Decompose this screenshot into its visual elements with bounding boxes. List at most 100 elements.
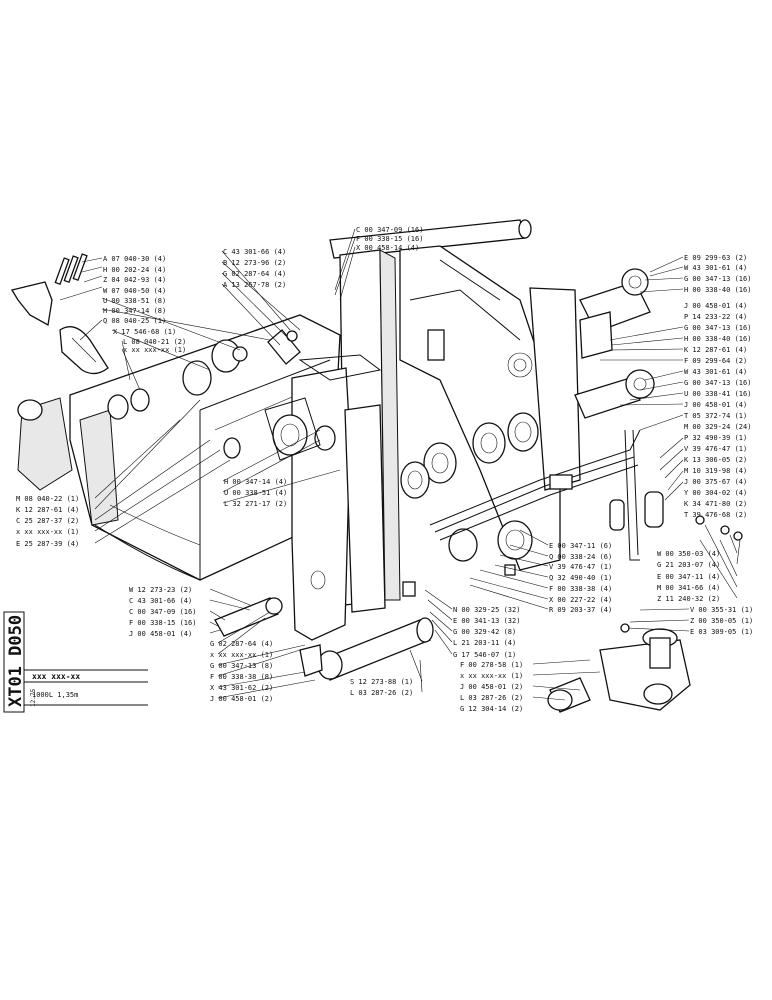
part-label: L 08 040-21 (2): [123, 338, 186, 346]
part-label: X 00 458-14 (4): [356, 244, 419, 252]
part-label: M 00 341-66 (4): [657, 584, 720, 592]
drawing-description: 1000L 1,35m: [32, 691, 78, 699]
part-label: J 00 458-01 (4): [684, 302, 747, 310]
part-label: U 00 338-51 (4): [224, 489, 287, 497]
drawing-code: XT01 D050: [6, 615, 26, 707]
part-label: P 32 490-39 (1): [684, 434, 747, 442]
part-label: x xx xxx-xx (1): [16, 528, 79, 536]
part-label: Q 00 338-24 (6): [549, 553, 612, 561]
part-label: W 00 350-03 (4): [657, 550, 720, 558]
part-label: E 00 347-11 (4): [657, 573, 720, 581]
part-label: U 00 338-51 (8): [103, 297, 166, 305]
part-label: G 02 287-64 (4): [223, 270, 286, 278]
part-label: A 13 267-78 (2): [223, 281, 286, 289]
part-label: J 00 458-01 (2): [460, 683, 523, 691]
part-label: F 00 278-58 (1): [460, 661, 523, 669]
part-label: G 00 329-42 (8): [453, 628, 516, 636]
part-label: W 43 301-61 (4): [684, 264, 747, 272]
part-label: C 00 347-09 (16): [129, 608, 196, 616]
part-label: G 21 203-07 (4): [657, 561, 720, 569]
part-label: Q 08 040-25 (1): [103, 317, 166, 325]
part-label: L 03 287-26 (2): [460, 694, 523, 702]
part-label: W 12 273-23 (2): [129, 586, 192, 594]
part-label: H 00 338-40 (16): [684, 335, 751, 343]
carriage-plate: [264, 354, 386, 641]
part-label: V 39 476-47 (1): [684, 445, 747, 453]
part-label: X 43 301-62 (2): [210, 684, 273, 692]
part-label: H 00 338-40 (16): [684, 286, 751, 294]
fixing-parts-top-left: [10, 253, 301, 375]
part-label: E 09 299-63 (2): [684, 254, 747, 262]
part-label: G 00 347-13 (16): [684, 379, 751, 387]
part-label: x xx xxx-xx (1): [123, 346, 186, 354]
part-label: V 39 476-47 (1): [549, 563, 612, 571]
part-label: G 17 546-07 (1): [453, 651, 516, 659]
part-label: F 00 338-38 (8): [210, 673, 273, 681]
leader-lines: [59, 228, 741, 701]
part-label: W 43 301-61 (4): [684, 368, 747, 376]
part-label: F 00 338-15 (16): [356, 235, 423, 243]
part-label: L 21 203-11 (4): [453, 639, 516, 647]
bottom-parts: [214, 564, 691, 713]
part-label: x xx xxx-xx (1): [460, 672, 523, 680]
part-label: N 00 329-25 (32): [453, 606, 520, 614]
part-label: K 13 306-05 (2): [684, 456, 747, 464]
part-label: Z 00 350-05 (1): [690, 617, 753, 625]
part-labels: A 07 040-30 (4) H 00 202-24 (4) Z 04 042…: [16, 226, 753, 713]
part-label: W 07 040-50 (4): [103, 287, 166, 295]
part-label: T 39 476-68 (2): [684, 511, 747, 519]
part-label: F 00 338-15 (16): [129, 619, 196, 627]
part-label: G 12 304-14 (2): [460, 705, 523, 713]
part-label: K 12 287-61 (4): [16, 506, 79, 514]
part-label: Q 32 490-40 (1): [549, 574, 612, 582]
part-label: T 05 372-74 (1): [684, 412, 747, 420]
part-label: X 17 546-68 (1): [113, 328, 176, 336]
part-label: J 00 458-01 (4): [129, 630, 192, 638]
part-label: H 00 202-24 (4): [103, 266, 166, 274]
part-label: H 00 347-14 (4): [224, 478, 287, 486]
part-label: J 00 458-01 (2): [210, 695, 273, 703]
part-label: J 00 375-67 (4): [684, 478, 747, 486]
part-label: M 00 329-24 (24): [684, 423, 751, 431]
guide-rollers: [400, 412, 539, 562]
drawing-date: 12.75: [30, 689, 37, 707]
part-label: U 00 338-41 (16): [684, 390, 751, 398]
part-label: P 14 233-22 (4): [684, 313, 747, 321]
part-label: S 12 273-88 (1): [350, 678, 413, 686]
part-label: B 12 273-96 (2): [223, 259, 286, 267]
part-label: M 08 040-22 (1): [16, 495, 79, 503]
part-label: V 00 355-31 (1): [690, 606, 753, 614]
part-label: G 00 347-13 (16): [684, 324, 751, 332]
part-label: C 43 301-66 (4): [223, 248, 286, 256]
part-label: K 34 471-80 (2): [684, 500, 747, 508]
part-label: C 43 301-66 (4): [129, 597, 192, 605]
part-label: K 12 287-61 (4): [684, 346, 747, 354]
bucket-assembly: [17, 314, 341, 581]
part-label: F 09 299-64 (2): [684, 357, 747, 365]
part-label: E 00 347-11 (6): [549, 542, 612, 550]
part-label: H 00 347-14 (8): [103, 307, 166, 315]
part-label: J 00 458-01 (4): [684, 401, 747, 409]
right-side-parts: [429, 268, 743, 561]
part-label: F 00 338-38 (4): [549, 585, 612, 593]
part-label: G 00 347-13 (16): [684, 275, 751, 283]
part-label: Y 00 304-02 (4): [684, 489, 747, 497]
part-label: G 00 347-13 (8): [210, 662, 273, 670]
part-label: R 09 203-37 (4): [549, 606, 612, 614]
part-label: x xx xxx-xx (1): [210, 651, 273, 659]
part-label: C 00 347-09 (16): [356, 226, 423, 234]
part-label: X 00 227-22 (4): [549, 596, 612, 604]
part-label: Z 04 042-93 (4): [103, 276, 166, 284]
part-label: G 02 287-64 (4): [210, 640, 273, 648]
part-label: L 32 271-17 (2): [224, 500, 287, 508]
part-label: M 10 319-98 (4): [684, 467, 747, 475]
part-label: A 07 040-30 (4): [103, 255, 166, 263]
part-label: L 03 287-26 (2): [350, 689, 413, 697]
drawing-reference: xxx xxx-xx: [32, 672, 80, 681]
part-label: E 03 309-05 (1): [690, 628, 753, 636]
part-label: E 25 287-39 (4): [16, 540, 79, 548]
title-block: XT01 D050 12.75 xxx xxx-xx 1000L 1,35m: [3, 611, 148, 713]
part-label: C 25 287-37 (2): [16, 517, 79, 525]
